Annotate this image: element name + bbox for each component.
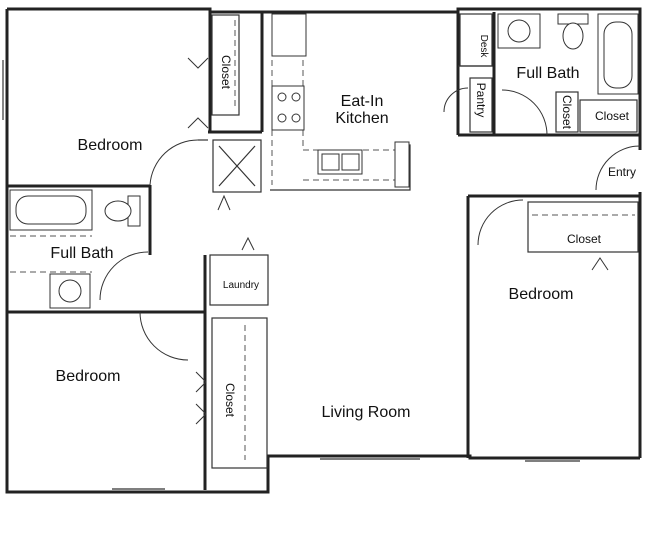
bedroom-sw-label: Bedroom [56,368,121,385]
bath-w-fixtures [9,189,141,309]
closet-nw-label: Closet [219,55,233,90]
full-bath-w-label: Full Bath [50,245,113,262]
stove-icon [271,85,305,131]
kitchen-label-line1: Eat-In [341,93,384,110]
full-bath-ne-label: Full Bath [516,65,579,82]
bedroom-nw-label: Bedroom [78,137,143,154]
bath-ne-fixtures [492,12,639,135]
laundry-label: Laundry [223,280,259,291]
entry-label: Entry [608,165,636,179]
desk-pantry [458,13,494,133]
closet-ne-small-label: Closet [560,95,574,130]
bedroom-e-label: Bedroom [509,286,574,303]
closets [211,14,639,469]
pantry-label: Pantry [474,83,488,118]
closet-ne-label: Closet [595,109,630,123]
kitchen-fixtures [270,13,411,191]
closet-sw-label: Closet [223,383,237,418]
doors [99,57,641,425]
interior-walls [7,9,640,490]
room-labels: Bedroom Closet Eat-In Kitchen Desk Pantr… [50,35,636,421]
kitchen-label-line2: Kitchen [335,110,388,127]
closet-e-label: Closet [567,232,602,246]
dishwasher-icon [394,141,410,188]
desk-label: Desk [478,35,489,59]
living-room-label: Living Room [322,404,411,421]
